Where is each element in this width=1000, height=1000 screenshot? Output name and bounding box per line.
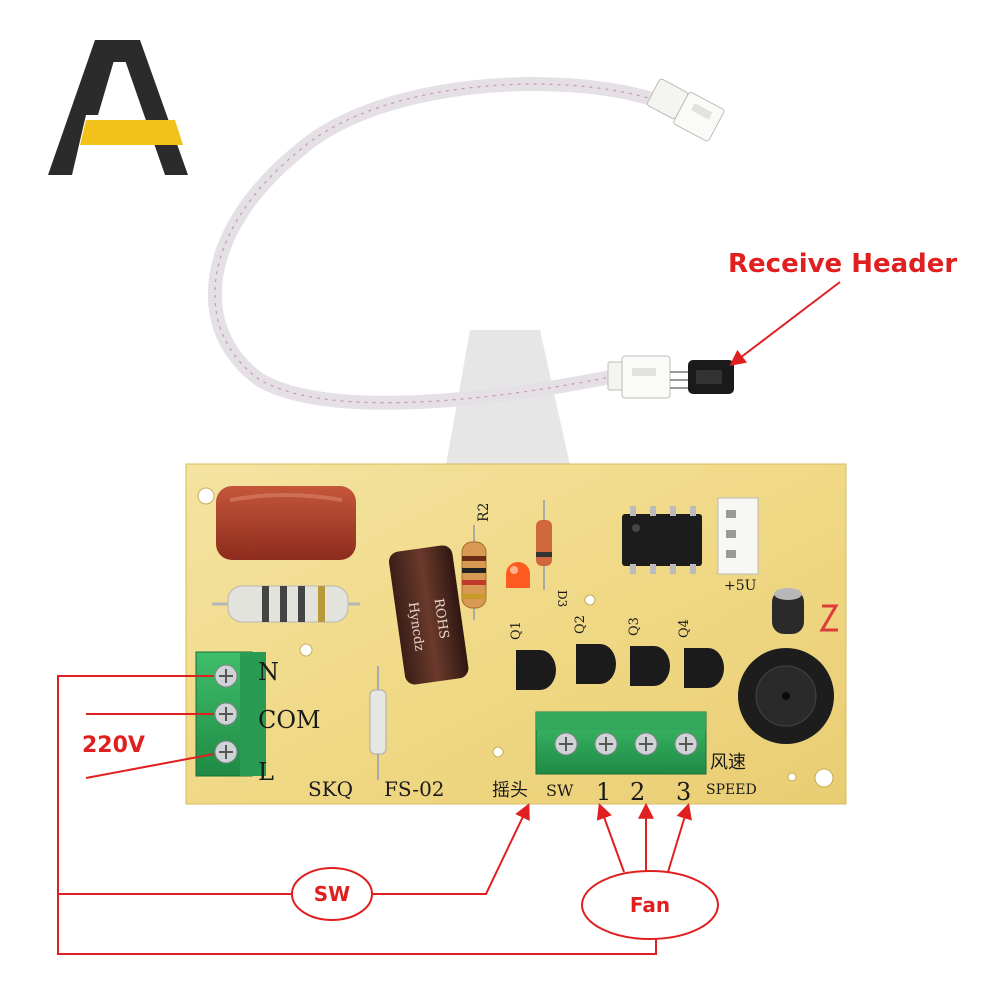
- svg-text:Q4: Q4: [677, 619, 692, 638]
- voltage-label: 220V: [82, 733, 145, 758]
- red-led: [506, 562, 530, 588]
- diode-d3: D3: [536, 500, 569, 607]
- transistor-q2: Q2: [573, 615, 616, 684]
- receive-header-callout: Receive Header: [728, 249, 957, 366]
- terminal-label-l: L: [258, 758, 274, 786]
- speed-3-label: 3: [676, 778, 691, 806]
- svg-text:R2: R2: [476, 503, 492, 522]
- electrolytic-capacitor: Hyncdz ROHS: [388, 545, 469, 685]
- small-capacitor: [772, 588, 839, 634]
- model-prefix: SKQ: [308, 777, 353, 801]
- svg-text:Hyncdz: Hyncdz: [405, 601, 427, 652]
- right-terminal-block: [535, 711, 707, 775]
- terminal-label-n: N: [258, 658, 279, 686]
- receive-header-label: Receive Header: [728, 249, 957, 279]
- sw-silk-label: SW: [546, 781, 574, 800]
- svg-text:Q3: Q3: [627, 617, 642, 636]
- x-capacitor: [216, 486, 356, 560]
- fuse: [369, 666, 387, 780]
- speed-en-label: SPEED: [706, 782, 757, 798]
- speed-2-label: 2: [630, 778, 645, 806]
- model-number: FS-02: [384, 777, 445, 801]
- brand-logo: [48, 40, 188, 175]
- svg-text:+5U: +5U: [724, 578, 757, 594]
- oscillate-label: 摇头: [492, 780, 528, 801]
- connector-bottom: [607, 355, 671, 399]
- sw-bubble: SW: [291, 867, 373, 921]
- buzzer: [738, 648, 834, 744]
- transistors: Q1 Q2 Q3 Q4: [509, 615, 724, 690]
- transistor-q1: Q1: [509, 621, 556, 690]
- pin-header: +5U: [717, 497, 759, 594]
- resistor-r2: R2: [461, 503, 492, 620]
- svg-text:ROHS: ROHS: [431, 597, 452, 639]
- svg-text:Q1: Q1: [509, 621, 524, 640]
- ribbon-cable: [207, 77, 734, 410]
- transistor-q4: Q4: [677, 619, 724, 688]
- connector-top: [646, 78, 725, 142]
- power-resistor: [212, 585, 360, 623]
- fan-bubble-label: Fan: [630, 893, 670, 917]
- transistor-q3: Q3: [627, 617, 670, 686]
- svg-text:Q2: Q2: [573, 615, 588, 634]
- sw-bubble-label: SW: [314, 882, 350, 906]
- speed-1-label: 1: [596, 778, 611, 806]
- svg-text:D3: D3: [555, 590, 569, 607]
- wiring-overlay: [57, 675, 692, 955]
- ir-receiver: [670, 360, 734, 394]
- speed-cn-label: 风速: [710, 752, 746, 773]
- terminal-label-com: COM: [258, 706, 321, 734]
- ic-chip: [622, 506, 702, 574]
- pcb-board: Hyncdz ROHS R2 D3: [185, 463, 847, 806]
- fan-bubble: Fan: [581, 870, 719, 940]
